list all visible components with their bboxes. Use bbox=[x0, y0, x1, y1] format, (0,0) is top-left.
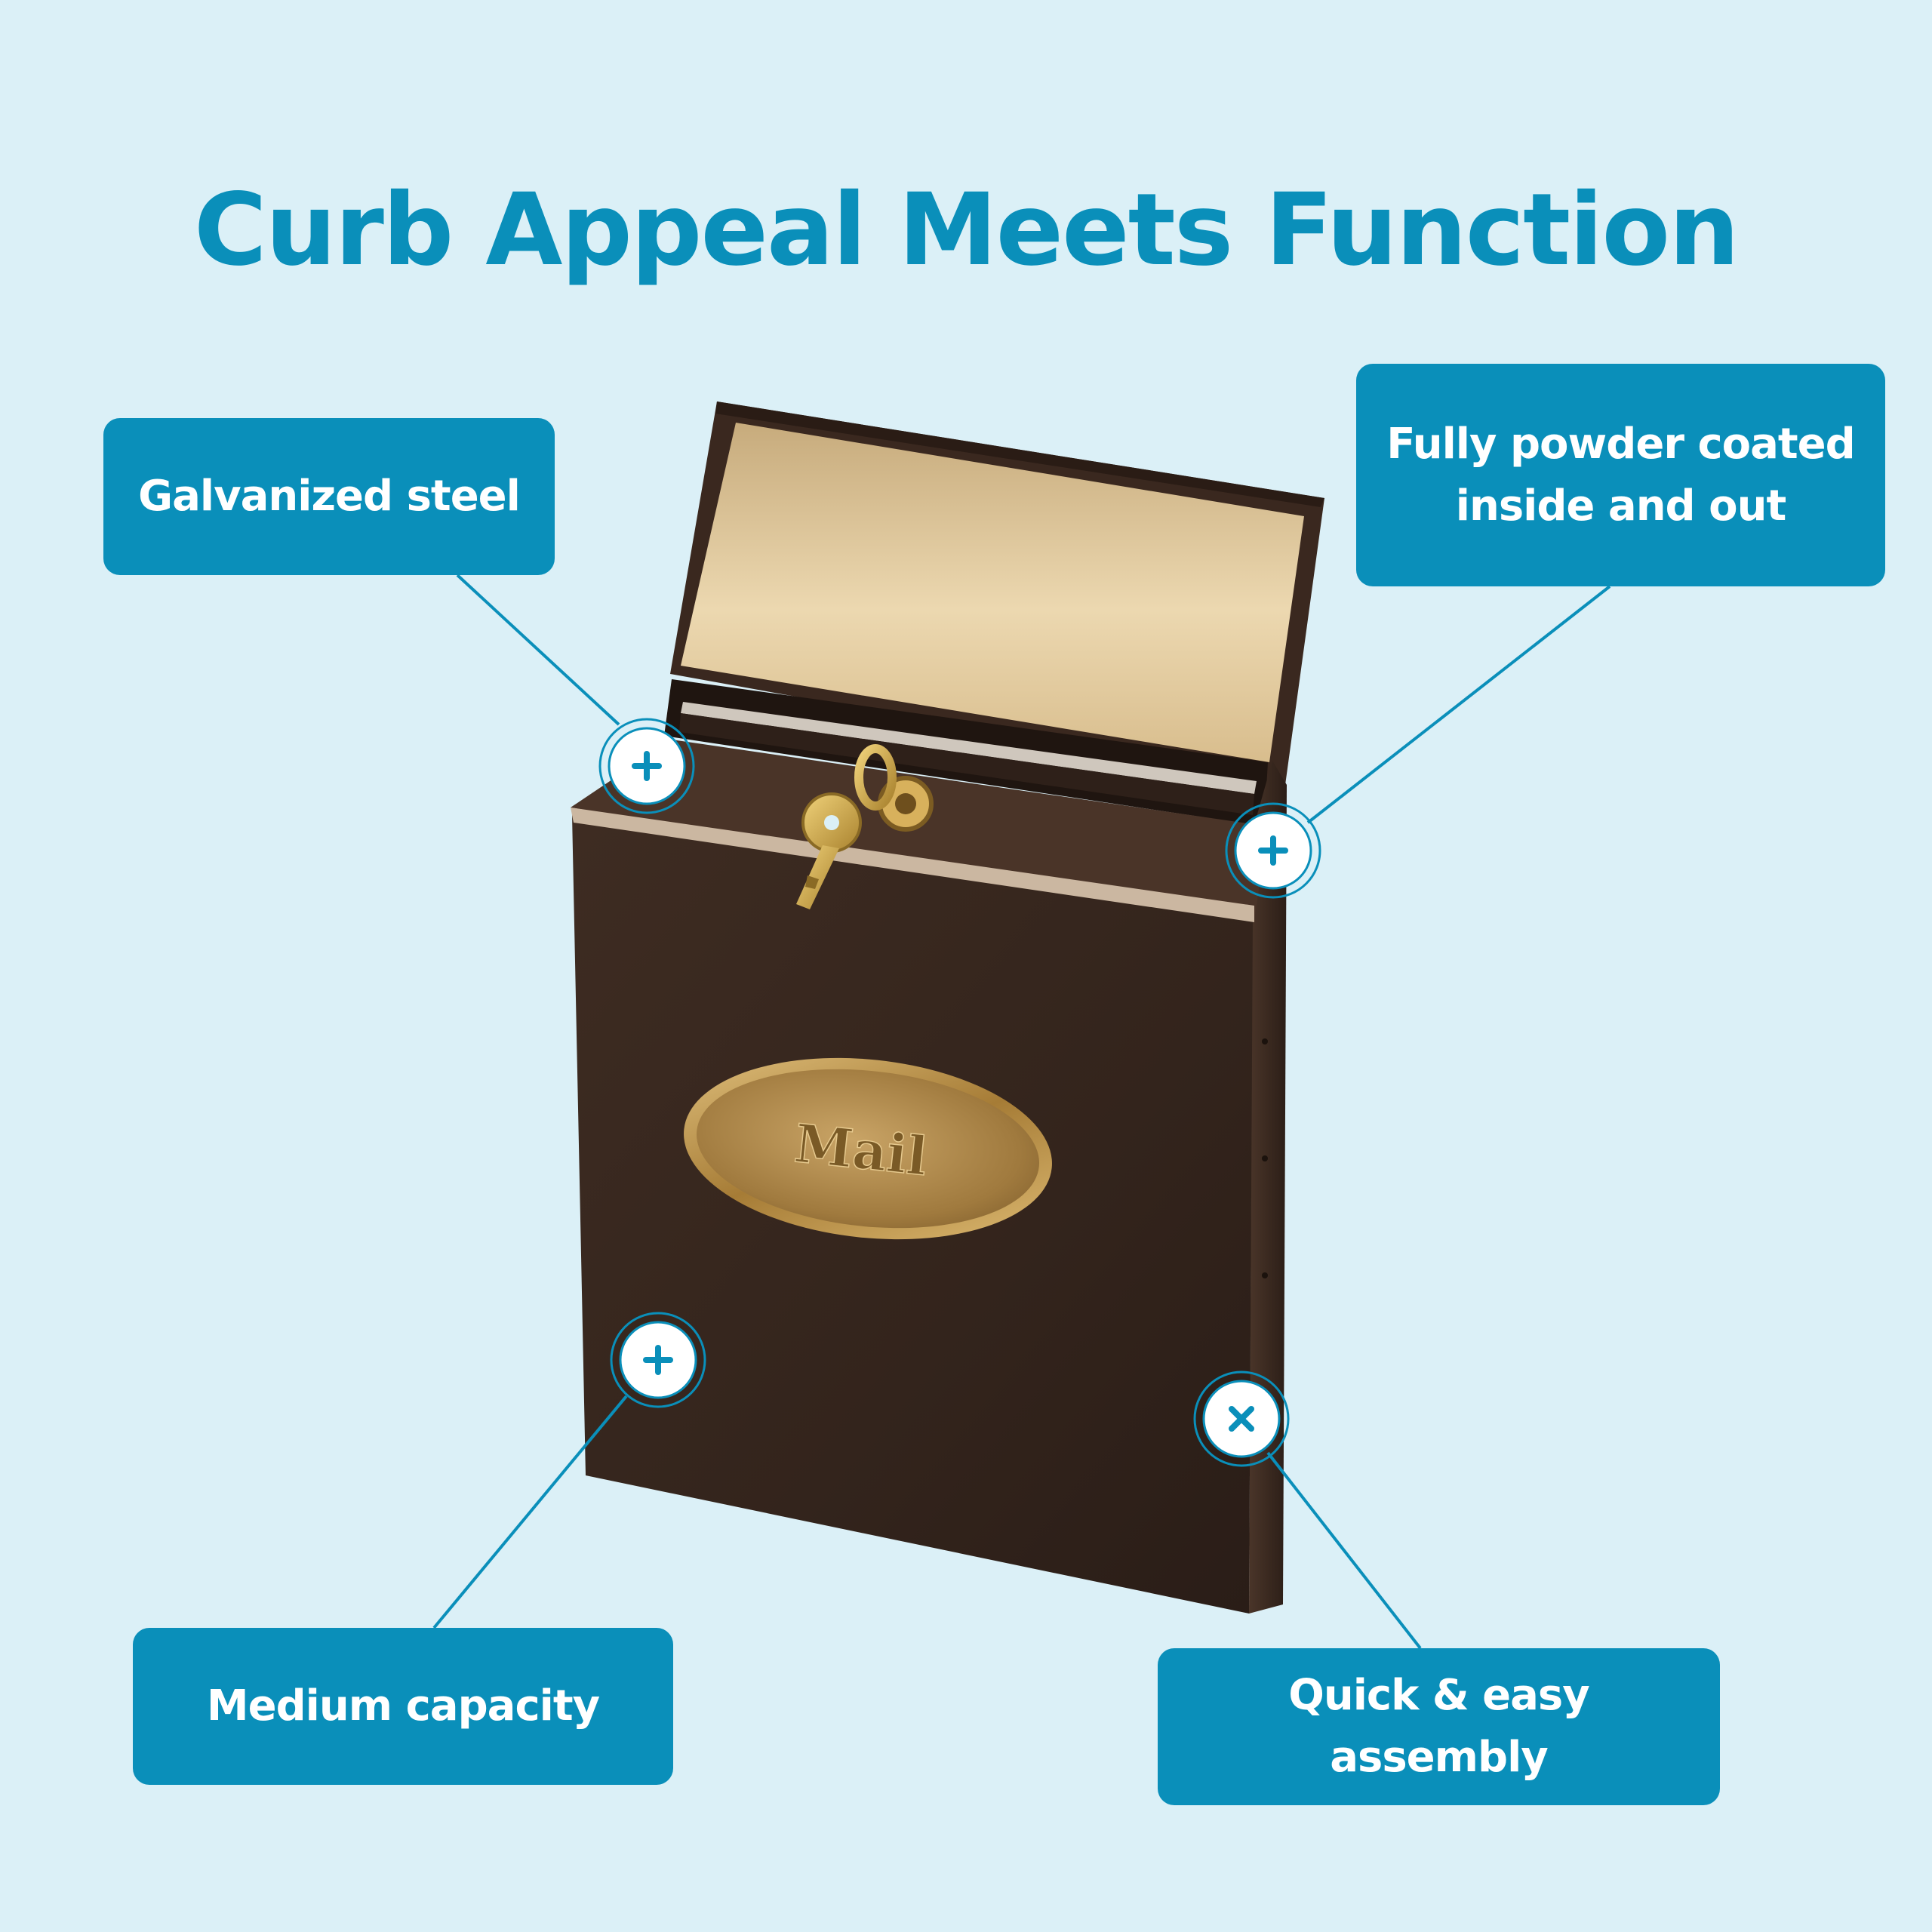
callout-powder-coated: Fully powder coated inside and out bbox=[1356, 364, 1885, 586]
callout-quick-assembly: Quick & easy assembly bbox=[1158, 1648, 1720, 1805]
callout-label: Galvanized steel bbox=[138, 472, 521, 521]
page-title: Curb Appeal Meets Function bbox=[193, 172, 1740, 288]
callout-galvanized-steel: Galvanized steel bbox=[103, 418, 555, 575]
callout-label: Quick & easy assembly bbox=[1288, 1671, 1590, 1782]
callout-medium-capacity: Medium capacity bbox=[133, 1628, 673, 1785]
callout-label: Fully powder coated inside and out bbox=[1386, 419, 1855, 531]
callout-label: Medium capacity bbox=[206, 1681, 600, 1730]
